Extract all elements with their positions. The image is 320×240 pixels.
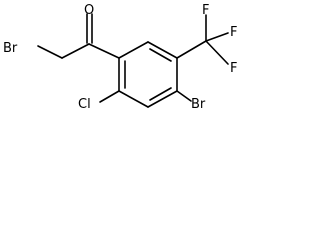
fluorine-top-label: F [202,3,209,18]
ring-bond-4 [147,90,178,108]
ring-bond-2 [147,41,178,59]
ring-to-cf3-bond [176,40,207,59]
ring-bond-1 [118,41,149,59]
oxygen-label: O [84,3,94,18]
fluorine-right-lower-label: F [230,61,237,76]
ring-to-br-bond [176,90,192,102]
chlorine-label: Cl [78,97,91,112]
ch2-to-br-bond [37,45,63,59]
carbonyl-to-ring-bond [88,43,120,59]
cf3-to-f-lower-bond [205,40,229,65]
fluorine-right-upper-label: F [230,25,237,40]
ring-bond-2-inner [149,48,172,62]
ring-bond-4-inner [149,87,172,101]
chemical-structure-diagram: O Br Cl Br F F F [3,3,237,112]
cf3-to-f-upper-bond [205,32,229,42]
ring-bond-5 [118,90,149,108]
carbonyl-to-ch2-bond [61,43,90,59]
bromine-methyl-label: Br [3,41,18,56]
bromine-ring-label: Br [191,97,206,112]
ring-to-cl-bond [99,90,120,103]
